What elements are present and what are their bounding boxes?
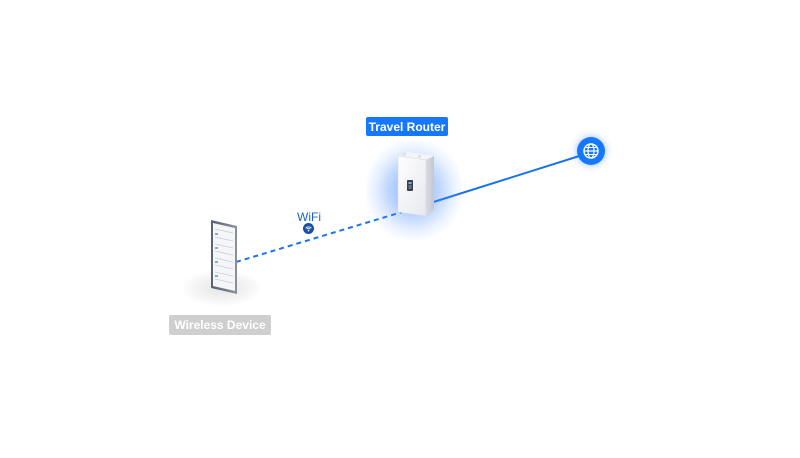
smartphone-device	[204, 217, 244, 297]
globe-icon	[577, 137, 605, 165]
wifi-icon	[303, 223, 314, 234]
wifi-link-label: WiFi	[297, 210, 321, 224]
router-label: Travel Router	[366, 117, 448, 136]
device-label: Wireless Device	[169, 315, 271, 335]
travel-router-device	[390, 150, 438, 222]
